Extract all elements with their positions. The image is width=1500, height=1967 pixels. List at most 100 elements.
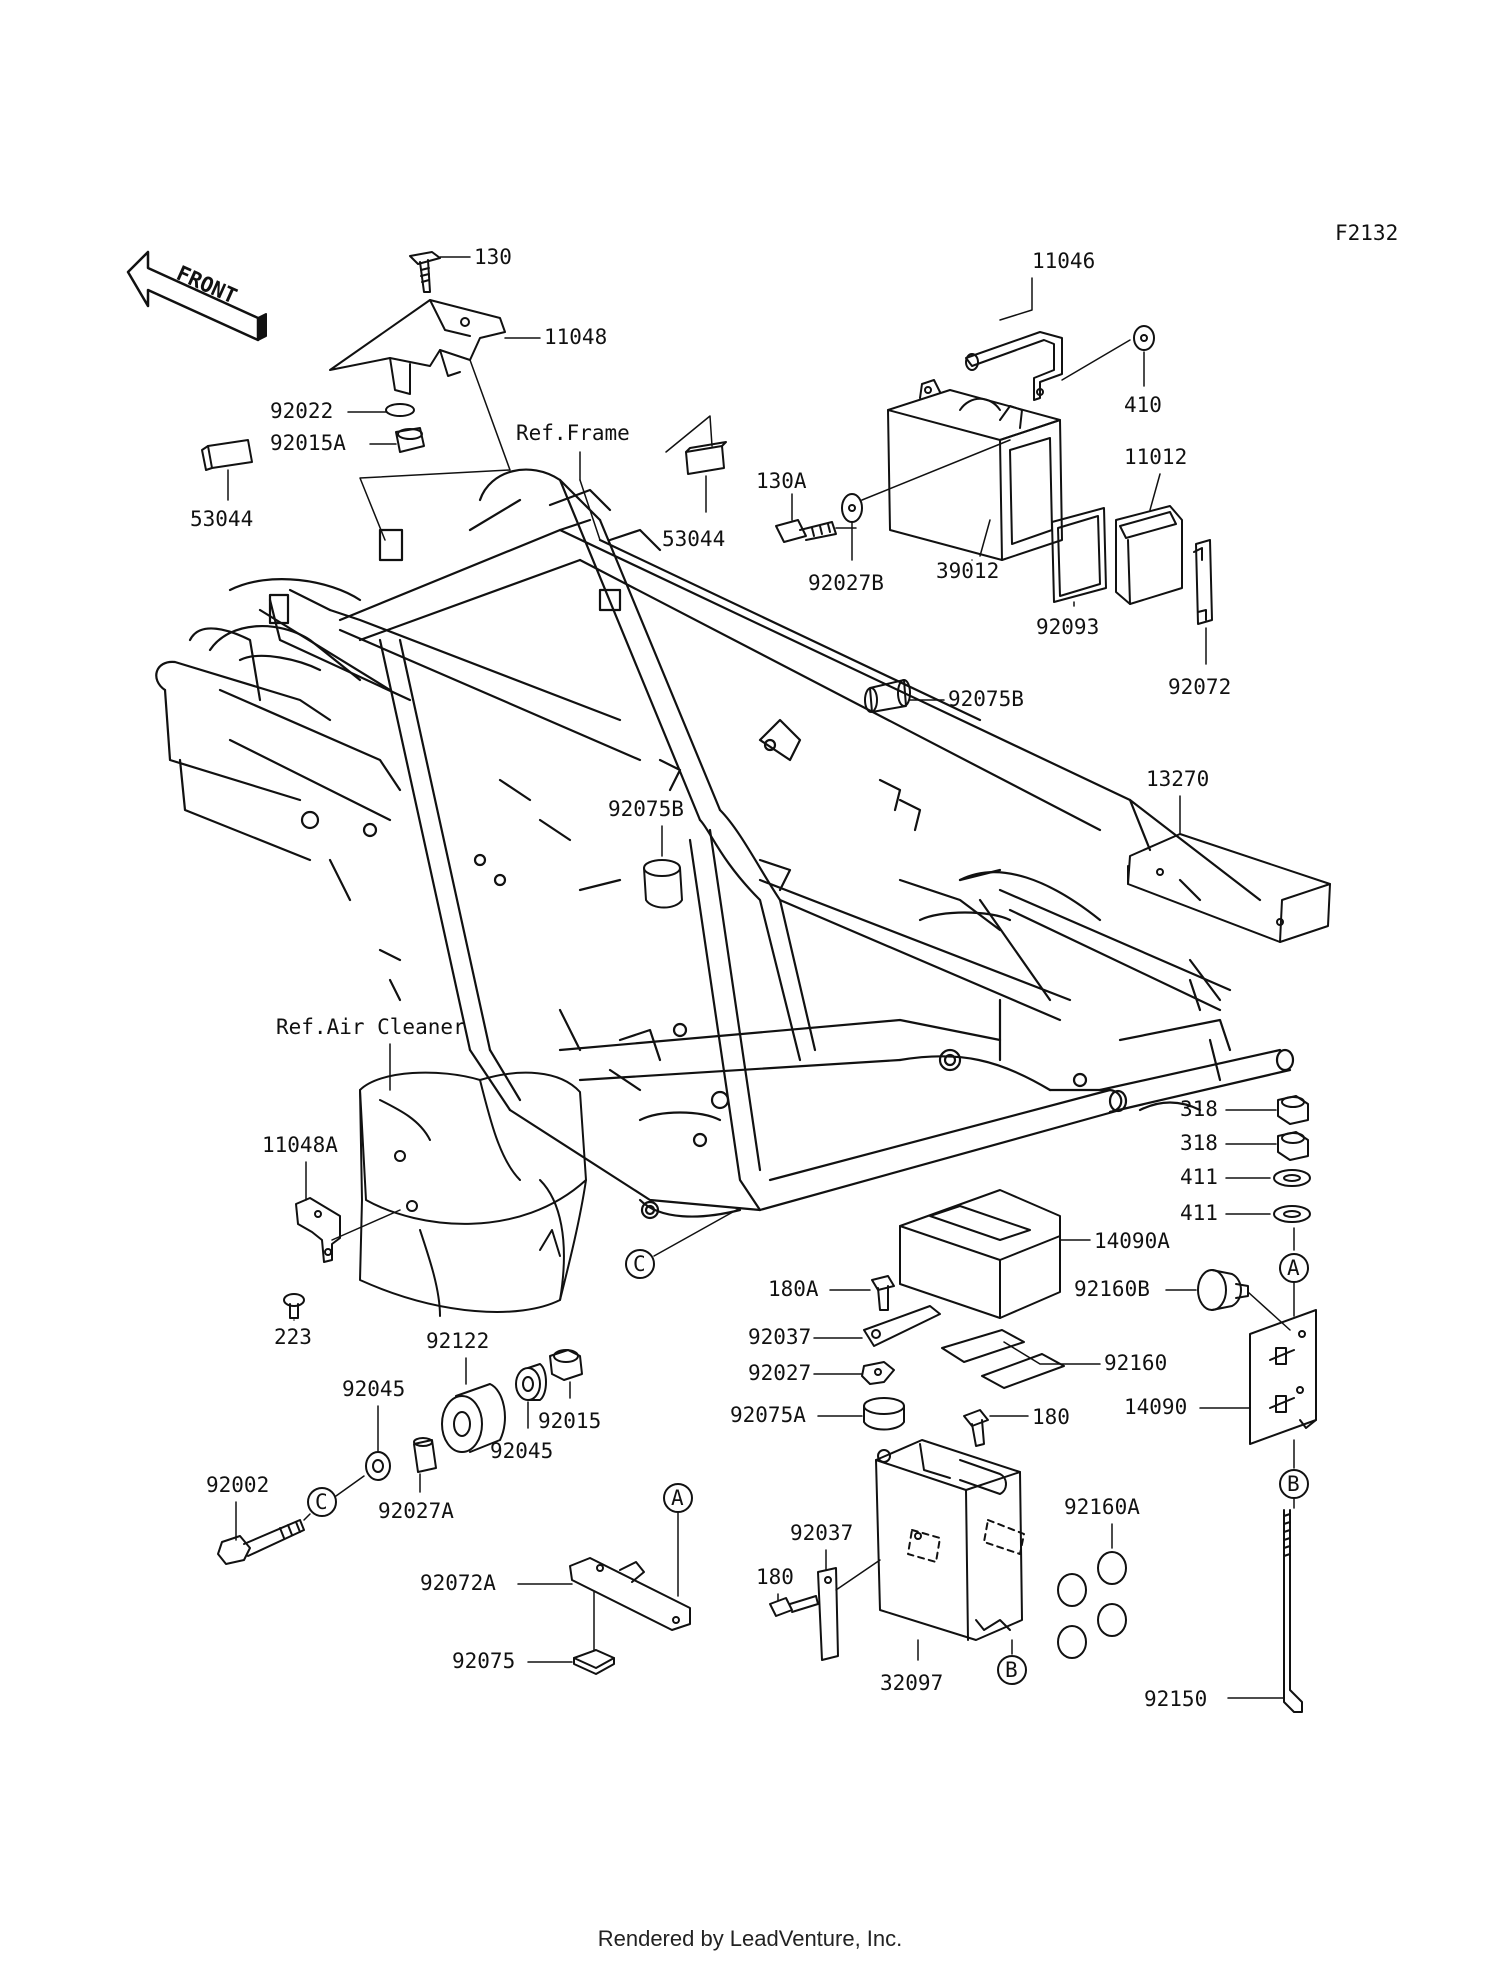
part-label-92075A: 92075A (730, 1403, 806, 1427)
part-label-92160B: 92160B (1074, 1277, 1150, 1301)
part-label-410: 410 (1124, 393, 1162, 417)
part-label-92072: 92072 (1168, 675, 1231, 699)
air-cleaner-housing (359, 1071, 587, 1317)
part-label-11012: 11012 (1124, 445, 1187, 469)
part-label-92037-bottom: 92037 (790, 1521, 853, 1545)
screw-223 (283, 1293, 305, 1319)
part-label-11048: 11048 (544, 325, 607, 349)
part-label-92075B-right: 92075B (948, 687, 1024, 711)
part-label-92045-left: 92045 (342, 1377, 405, 1401)
ref-frame-label: Ref.Frame (516, 421, 630, 445)
collar-92075B-right (864, 679, 911, 713)
bolt-130A (775, 519, 837, 543)
frame-assembly (155, 468, 1295, 1220)
bracket-11048A (295, 1197, 341, 1263)
pad-92160-lower (981, 1353, 1065, 1389)
part-label-92160: 92160 (1104, 1351, 1167, 1375)
part-label-11046: 11046 (1032, 249, 1095, 273)
washer-411-a (1273, 1169, 1311, 1187)
callout-c-frame: C (625, 1249, 655, 1279)
callout-a-bottom: A (663, 1483, 693, 1513)
ref-air-cleaner-label: Ref.Air Cleaner (276, 1015, 466, 1039)
strap-92037-top (863, 1305, 941, 1347)
callout-c-frame-letter: C (633, 1252, 646, 1276)
front-label: FRONT (173, 261, 241, 309)
bushing-92122 (441, 1383, 506, 1453)
clip-92075 (573, 1649, 615, 1675)
bolt-92002 (217, 1519, 305, 1565)
part-label-92045-mid: 92045 (490, 1439, 553, 1463)
part-label-411-b: 411 (1180, 1201, 1218, 1225)
callout-b-bottom: B (997, 1655, 1027, 1685)
part-label-92037-top: 92037 (748, 1325, 811, 1349)
nut-318-a (1277, 1095, 1309, 1125)
part-label-92075B-mid: 92075B (608, 797, 684, 821)
plate-13270 (1127, 833, 1331, 943)
band-92072A (569, 1557, 691, 1631)
part-label-92015: 92015 (538, 1409, 601, 1433)
pad-92160-upper (941, 1329, 1025, 1363)
bolt-180-left (769, 1595, 819, 1617)
part-label-92160A: 92160A (1064, 1495, 1140, 1519)
cap-11012 (1115, 505, 1183, 605)
part-label-53044-left: 53044 (190, 507, 253, 531)
callout-b-right: B (1279, 1469, 1309, 1499)
callout-c-bolt-letter: C (315, 1490, 328, 1514)
washer-92022 (385, 403, 415, 417)
callout-b-right-letter: B (1287, 1472, 1300, 1496)
figure-code: F2132 (1335, 221, 1398, 245)
rod-92150 (1283, 1509, 1303, 1713)
part-label-92072A: 92072A (420, 1571, 496, 1595)
strap-92037-bottom (817, 1567, 839, 1661)
part-label-92075: 92075 (452, 1649, 515, 1673)
stay-11046 (965, 331, 1063, 401)
part-label-92022: 92022 (270, 399, 333, 423)
part-label-92150: 92150 (1144, 1687, 1207, 1711)
part-label-318-a: 318 (1180, 1097, 1218, 1121)
damper-92160B (1197, 1269, 1249, 1311)
battery-14090A (899, 1189, 1061, 1319)
part-label-14090: 14090 (1124, 1395, 1187, 1419)
callout-a-right-letter: A (1287, 1256, 1300, 1280)
spacer-92045-mid (515, 1363, 547, 1401)
plate-14090 (1249, 1309, 1317, 1445)
bolt-130 (409, 251, 441, 293)
gasket-92093 (1051, 507, 1107, 603)
callout-b-bottom-letter: B (1005, 1658, 1018, 1682)
tray-32097 (875, 1439, 1025, 1641)
washer-411-b (1273, 1205, 1311, 1223)
part-label-92093: 92093 (1036, 615, 1099, 639)
callout-a-right: A (1279, 1253, 1309, 1283)
bracket-11048 (329, 299, 506, 395)
grommet-53044-mid (685, 441, 727, 475)
part-label-92027B: 92027B (808, 571, 884, 595)
part-label-32097: 32097 (880, 1671, 943, 1695)
bolt-180-right (963, 1409, 989, 1447)
part-label-14090A: 14090A (1094, 1229, 1170, 1253)
part-label-92027: 92027 (748, 1361, 811, 1385)
collar-92015 (549, 1349, 583, 1381)
front-arrow-icon: FRONT (126, 250, 267, 342)
callout-c-bolt: C (307, 1487, 337, 1517)
grommet-53044-left (201, 439, 253, 471)
bolt-180A (871, 1275, 895, 1311)
washer-410 (1133, 325, 1155, 351)
part-label-318-b: 318 (1180, 1131, 1218, 1155)
part-label-180A: 180A (768, 1277, 819, 1301)
part-label-92027A: 92027A (378, 1499, 454, 1523)
footer-credit: Rendered by LeadVenture, Inc. (597, 1926, 903, 1951)
collar-92075B-mid (643, 859, 683, 909)
part-label-11048A: 11048A (262, 1133, 338, 1157)
washer-92027B (841, 493, 863, 523)
nut-92015A (395, 427, 425, 453)
part-label-92015A: 92015A (270, 431, 346, 455)
part-label-92122: 92122 (426, 1329, 489, 1353)
collar-92027 (861, 1361, 895, 1385)
nut-318-b (1277, 1131, 1309, 1161)
part-label-411-a: 411 (1180, 1165, 1218, 1189)
collar-92027A (413, 1437, 437, 1473)
part-label-92002: 92002 (206, 1473, 269, 1497)
callout-a-bottom-letter: A (671, 1486, 684, 1510)
part-label-39012: 39012 (936, 559, 999, 583)
